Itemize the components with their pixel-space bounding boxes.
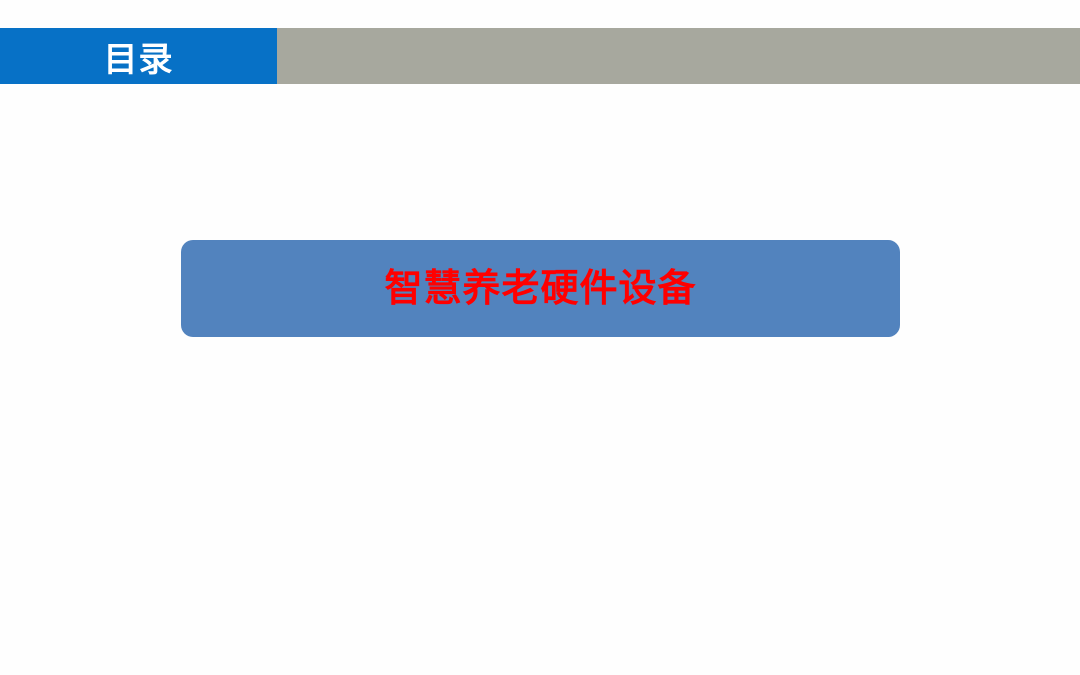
header-divider-bar (277, 28, 1080, 84)
toc-item-smart-elderly-care-hardware[interactable]: 智慧养老硬件设备 (181, 240, 900, 337)
toc-item-label: 智慧养老硬件设备 (384, 266, 697, 310)
header-title-block: 目录 (0, 28, 277, 84)
page-title: 目录 (103, 39, 174, 80)
header-bar: 目录 (0, 28, 1080, 84)
